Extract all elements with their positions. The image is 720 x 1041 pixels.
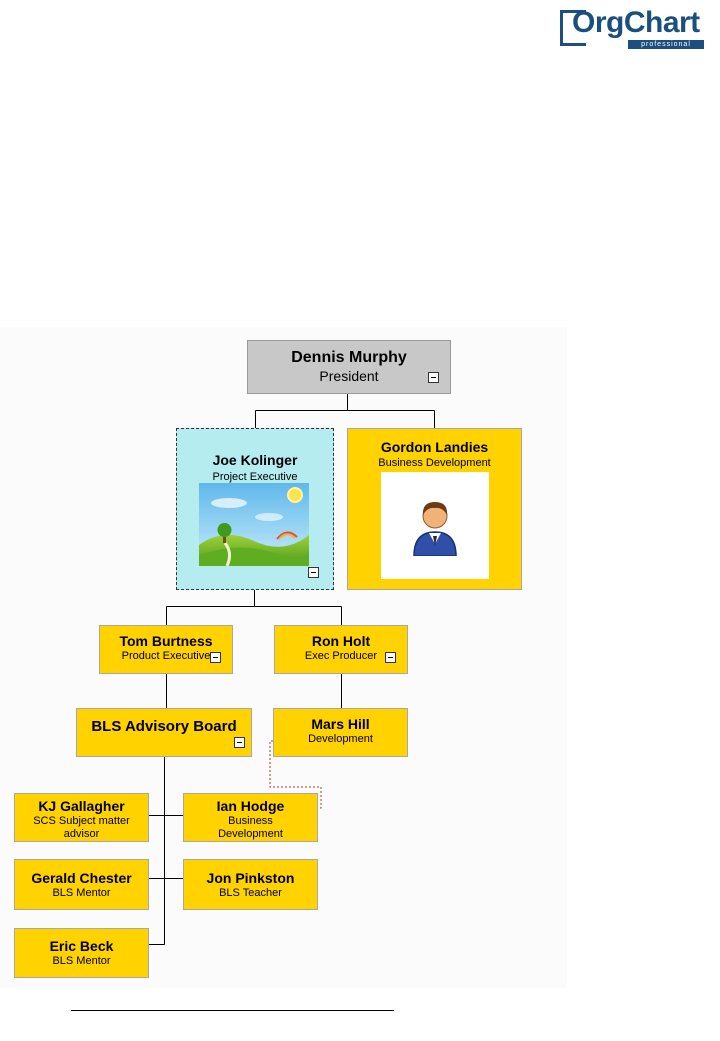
node-name: Jon Pinkston xyxy=(206,870,295,886)
node-mars-hill[interactable]: Mars Hill Development xyxy=(273,708,408,757)
node-name: Joe Kolinger xyxy=(212,452,298,468)
footnote-separator xyxy=(71,1010,394,1011)
node-title-line-2: Development xyxy=(218,828,283,840)
node-name: Gordon Landies xyxy=(380,439,489,455)
dotted-reporting-line xyxy=(269,740,322,809)
logo-tagline: professional xyxy=(628,40,704,49)
collapse-icon[interactable] xyxy=(428,372,439,383)
node-title: Business Development xyxy=(378,457,491,469)
collapse-icon[interactable] xyxy=(385,652,396,663)
node-ron-holt[interactable]: Ron Holt Exec Producer xyxy=(274,625,408,674)
node-name: Tom Burtness xyxy=(119,633,213,649)
collapse-icon[interactable] xyxy=(308,567,319,578)
node-eric-beck[interactable]: Eric Beck BLS Mentor xyxy=(14,928,149,978)
node-title: Development xyxy=(308,733,373,745)
node-dennis-murphy[interactable]: Dennis Murphy President xyxy=(247,340,451,394)
node-name: Mars Hill xyxy=(311,716,370,732)
node-title-line-1: Business xyxy=(228,815,273,827)
node-tom-burtness[interactable]: Tom Burtness Product Executive xyxy=(99,625,233,674)
logo-wordmark: OrgChart xyxy=(572,6,700,39)
node-name: BLS Advisory Board xyxy=(91,718,237,735)
node-title: Product Executive xyxy=(121,650,211,662)
connector-bls xyxy=(149,757,183,945)
connector-joe xyxy=(166,590,342,625)
node-name: Eric Beck xyxy=(49,938,114,954)
collapse-icon[interactable] xyxy=(234,737,245,748)
node-name: Ian Hodge xyxy=(216,798,285,814)
node-title-line-1: SCS Subject matter xyxy=(33,815,130,827)
node-title: President xyxy=(319,368,379,384)
node-name: Gerald Chester xyxy=(31,870,132,886)
node-ian-hodge[interactable]: Ian Hodge Business Development xyxy=(183,793,318,842)
node-title: BLS Teacher xyxy=(219,887,282,899)
node-jon-pinkston[interactable]: Jon Pinkston BLS Teacher xyxy=(183,859,318,910)
logo-frame xyxy=(560,10,586,46)
node-title: Project Executive xyxy=(212,471,298,483)
node-bls-advisory-board[interactable]: BLS Advisory Board xyxy=(76,708,252,757)
landscape-picture xyxy=(199,483,309,566)
photo-frame xyxy=(381,472,489,579)
node-title-line-2: advisor xyxy=(63,828,100,840)
node-kj-gallagher[interactable]: KJ Gallagher SCS Subject matter advisor xyxy=(14,793,149,842)
person-avatar-icon xyxy=(413,502,457,556)
orgchart-logo: OrgChart professional xyxy=(560,6,706,49)
node-title: Exec Producer xyxy=(304,650,378,662)
connector-dennis xyxy=(255,394,435,428)
collapse-icon[interactable] xyxy=(210,652,221,663)
node-gordon-landies[interactable]: Gordon Landies Business Development xyxy=(347,428,522,590)
node-name: Dennis Murphy xyxy=(291,349,407,366)
node-title: BLS Mentor xyxy=(52,955,111,967)
node-name: Ron Holt xyxy=(311,633,371,649)
node-name: KJ Gallagher xyxy=(38,798,125,814)
node-joe-kolinger[interactable]: Joe Kolinger Project Executive xyxy=(176,428,334,590)
node-gerald-chester[interactable]: Gerald Chester BLS Mentor xyxy=(14,859,149,910)
node-title: BLS Mentor xyxy=(52,887,111,899)
